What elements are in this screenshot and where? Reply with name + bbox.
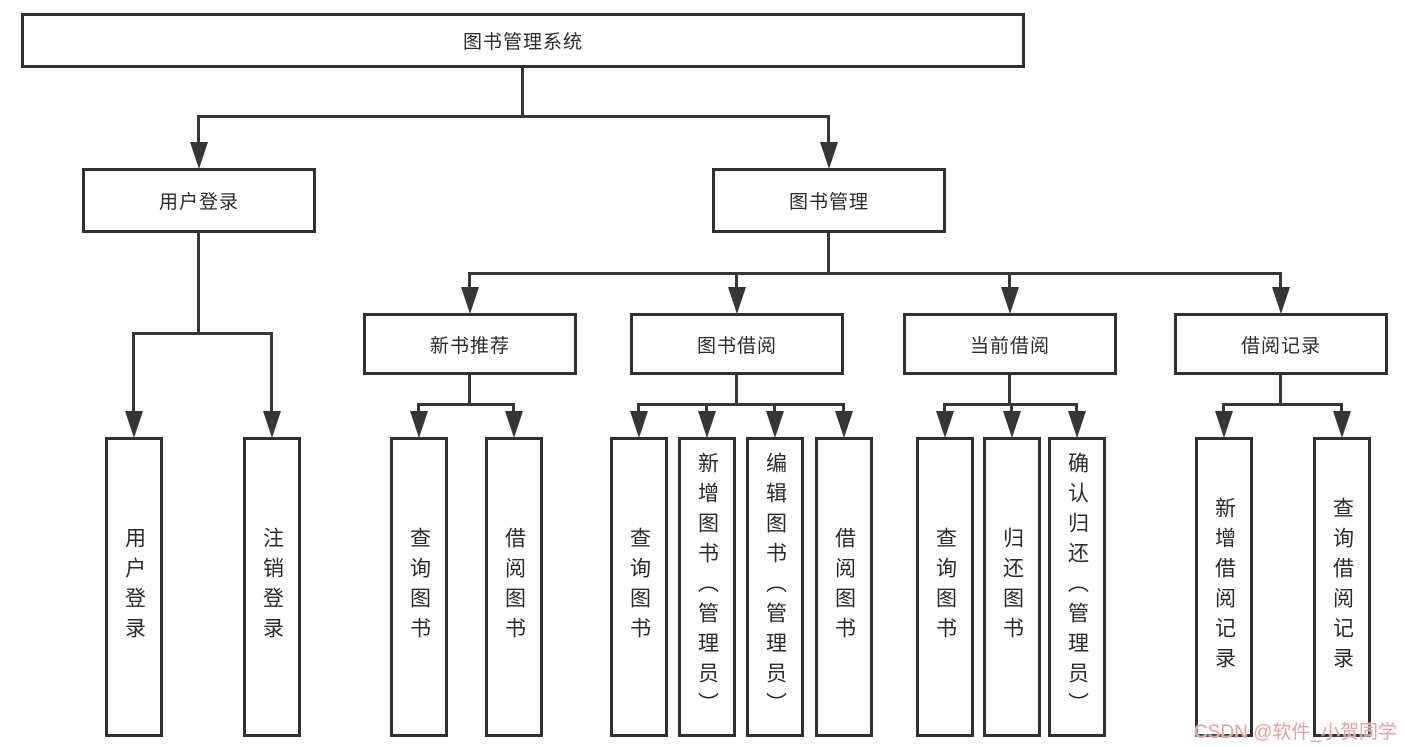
arrow-to-current-borrow <box>1001 287 1019 314</box>
connector-borrow-drop-1 <box>637 403 640 413</box>
leaf-borrow-books-borrow-label: 借阅图书 <box>832 527 856 647</box>
arrow-to-leaf-borrow-books-b <box>835 411 853 438</box>
node-user-login: 用户登录 <box>82 168 316 233</box>
connector-recommend-rail <box>417 403 515 406</box>
connector-recommend-drop-1 <box>417 403 420 413</box>
node-root: 图书管理系统 <box>21 13 1025 68</box>
arrow-to-leaf-edit-book <box>766 411 784 438</box>
node-current-borrow: 当前借阅 <box>903 313 1117 375</box>
arrow-to-leaf-add-record <box>1215 411 1233 438</box>
connector-borrow-drop-4 <box>842 403 845 413</box>
leaf-query-borrow-record-label: 查询借阅记录 <box>1330 497 1354 677</box>
connector-mgmt-rail <box>468 272 1282 275</box>
connector-login-stem <box>197 233 200 334</box>
leaf-edit-book-admin: 编辑图书（管理员） <box>746 437 804 737</box>
connector-current-stem <box>1008 375 1011 405</box>
arrow-to-book-borrow <box>728 287 746 314</box>
arrow-to-leaf-return-book <box>1003 411 1021 438</box>
arrow-to-leaf-query-books-b <box>630 411 648 438</box>
connector-records-rail <box>1222 403 1343 406</box>
connector-current-drop-3 <box>1075 403 1078 413</box>
connector-current-drop-1 <box>943 403 946 413</box>
leaf-logout: 注销登录 <box>243 437 301 737</box>
connector-borrow-drop-3 <box>773 403 776 413</box>
leaf-query-books-recommend-label: 查询图书 <box>407 527 431 647</box>
connector-records-stem <box>1279 375 1282 405</box>
arrow-to-leaf-query-books-c <box>936 411 954 438</box>
arrow-to-borrow-records <box>1272 287 1290 314</box>
leaf-logout-label: 注销登录 <box>260 527 284 647</box>
arrow-to-leaf-borrow-books-a <box>505 411 523 438</box>
csdn-watermark: CSDN @软件_小贺同学 <box>1194 722 1397 743</box>
connector-mgmt-stem <box>827 233 830 274</box>
connector-current-drop-2 <box>1010 403 1013 413</box>
leaf-user-login: 用户登录 <box>105 437 163 737</box>
node-root-label: 图书管理系统 <box>462 32 583 53</box>
connector-root-drop-right <box>827 115 830 144</box>
node-book-management: 图书管理 <box>712 168 946 233</box>
node-book-borrow: 图书借阅 <box>630 313 844 375</box>
leaf-user-login-label: 用户登录 <box>122 527 146 647</box>
connector-mgmt-drop-2 <box>735 272 738 289</box>
connector-root-drop-left <box>197 115 200 144</box>
leaf-query-books-recommend: 查询图书 <box>390 437 448 737</box>
node-borrow-records: 借阅记录 <box>1174 313 1388 375</box>
arrow-to-new-book-recommend <box>461 287 479 314</box>
leaf-borrow-books-borrow: 借阅图书 <box>815 437 873 737</box>
leaf-query-borrow-record: 查询借阅记录 <box>1313 437 1371 737</box>
leaf-add-borrow-record: 新增借阅记录 <box>1195 437 1253 737</box>
leaf-add-borrow-record-label: 新增借阅记录 <box>1212 497 1236 677</box>
connector-borrow-stem <box>735 375 738 405</box>
node-current-borrow-label: 当前借阅 <box>969 335 1050 357</box>
arrow-to-book-management <box>820 142 838 169</box>
arrow-to-leaf-confirm-return <box>1068 411 1086 438</box>
arrow-to-leaf-query-books-a <box>410 411 428 438</box>
arrow-to-leaf-user-login <box>125 411 143 438</box>
connector-login-rail <box>132 332 273 335</box>
leaf-confirm-return-admin: 确认归还（管理员） <box>1048 437 1106 737</box>
leaf-borrow-books-recommend-label: 借阅图书 <box>502 527 526 647</box>
connector-recommend-drop-2 <box>512 403 515 413</box>
node-new-book-recommend: 新书推荐 <box>363 313 577 375</box>
node-new-book-recommend-label: 新书推荐 <box>429 335 510 357</box>
connector-root-stem <box>521 68 524 116</box>
leaf-add-book-admin-label: 新增图书（管理员） <box>695 452 719 722</box>
leaf-query-books-borrow-label: 查询图书 <box>627 527 651 647</box>
connector-mgmt-drop-4 <box>1279 272 1282 289</box>
connector-borrow-rail <box>637 403 845 406</box>
leaf-add-book-admin: 新增图书（管理员） <box>678 437 736 737</box>
leaf-return-book-label: 归还图书 <box>1000 527 1024 647</box>
connector-login-drop-2 <box>270 332 273 413</box>
node-book-borrow-label: 图书借阅 <box>696 335 777 357</box>
connector-records-drop-2 <box>1340 403 1343 413</box>
connector-borrow-drop-2 <box>705 403 708 413</box>
arrow-to-leaf-logout <box>263 411 281 438</box>
connector-mgmt-drop-1 <box>468 272 471 289</box>
arrow-to-user-login <box>190 142 208 169</box>
leaf-query-books-borrow: 查询图书 <box>610 437 668 737</box>
connector-records-drop-1 <box>1222 403 1225 413</box>
leaf-query-books-current-label: 查询图书 <box>933 527 957 647</box>
connector-root-rail <box>197 115 830 118</box>
leaf-return-book: 归还图书 <box>983 437 1041 737</box>
arrow-to-leaf-query-record <box>1333 411 1351 438</box>
leaf-confirm-return-admin-label: 确认归还（管理员） <box>1065 452 1089 722</box>
connector-recommend-stem <box>468 375 471 405</box>
connector-mgmt-drop-3 <box>1008 272 1011 289</box>
node-borrow-records-label: 借阅记录 <box>1240 335 1321 357</box>
node-user-login-label: 用户登录 <box>158 192 239 213</box>
node-book-management-label: 图书管理 <box>788 192 869 213</box>
leaf-query-books-current: 查询图书 <box>916 437 974 737</box>
leaf-edit-book-admin-label: 编辑图书（管理员） <box>763 452 787 722</box>
leaf-borrow-books-recommend: 借阅图书 <box>485 437 543 737</box>
connector-login-drop-1 <box>132 332 135 413</box>
arrow-to-leaf-add-book <box>698 411 716 438</box>
